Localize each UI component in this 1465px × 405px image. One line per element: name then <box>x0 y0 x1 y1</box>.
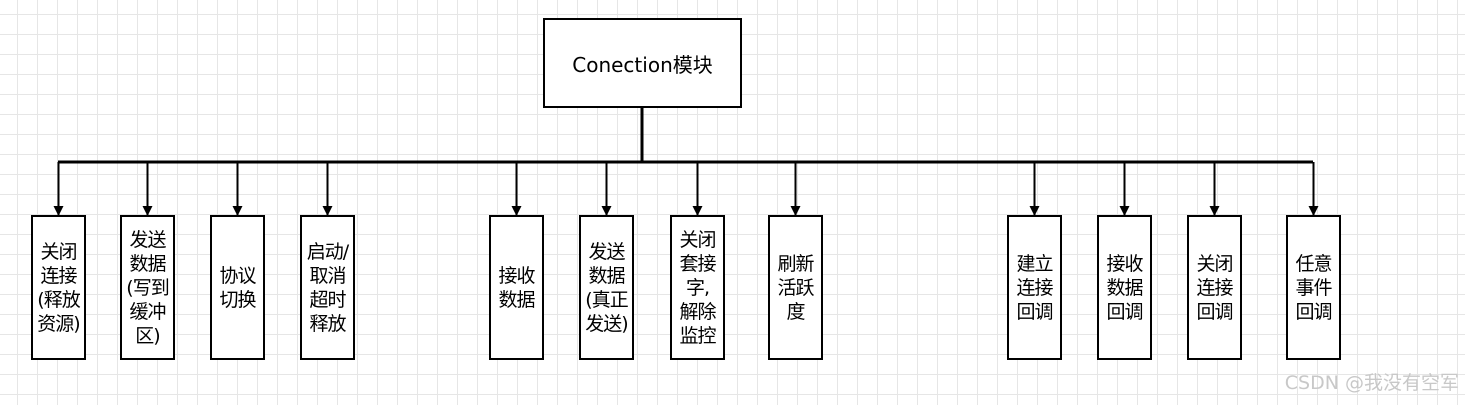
root-box-conection-module: Conection模块 <box>543 18 742 108</box>
leaf-label: 接收 数据 <box>498 264 535 311</box>
leaf-protocol-switch: 协议 切换 <box>210 215 265 360</box>
leaf-label: 关闭 套接 字, 解除 监控 <box>679 228 716 347</box>
leaf-timeout-release: 启动/ 取消 超时 释放 <box>300 215 355 360</box>
leaf-send-data-buffer: 发送 数据 (写到 缓冲 区) <box>120 215 175 360</box>
root-label: Conection模块 <box>572 52 713 77</box>
leaf-label: 关闭 连接 (释放 资源) <box>37 240 80 335</box>
leaf-refresh-activity: 刷新 活跃 度 <box>768 215 823 360</box>
leaf-label: 启动/ 取消 超时 释放 <box>306 240 349 335</box>
leaf-label: 任意 事件 回调 <box>1295 252 1332 323</box>
leaf-close-socket: 关闭 套接 字, 解除 监控 <box>670 215 725 360</box>
watermark: CSDN @我没有空军 <box>1284 372 1459 394</box>
leaf-receive-data: 接收 数据 <box>489 215 544 360</box>
leaf-close-callback: 关闭 连接 回调 <box>1187 215 1242 360</box>
leaf-label: 建立 连接 回调 <box>1016 252 1053 323</box>
leaf-label: 刷新 活跃 度 <box>777 252 814 323</box>
leaf-receive-callback: 接收 数据 回调 <box>1097 215 1152 360</box>
leaf-send-data-real: 发送 数据 (真正 发送) <box>579 215 634 360</box>
leaf-label: 发送 数据 (写到 缓冲 区) <box>126 228 169 347</box>
leaf-label: 发送 数据 (真正 发送) <box>585 240 628 335</box>
leaf-close-connection-release: 关闭 连接 (释放 资源) <box>31 215 86 360</box>
leaf-label: 关闭 连接 回调 <box>1196 252 1233 323</box>
leaf-connected-callback: 建立 连接 回调 <box>1007 215 1062 360</box>
leaf-label: 协议 切换 <box>219 264 256 311</box>
leaf-label: 接收 数据 回调 <box>1106 252 1143 323</box>
leaf-any-event-callback: 任意 事件 回调 <box>1286 215 1341 360</box>
